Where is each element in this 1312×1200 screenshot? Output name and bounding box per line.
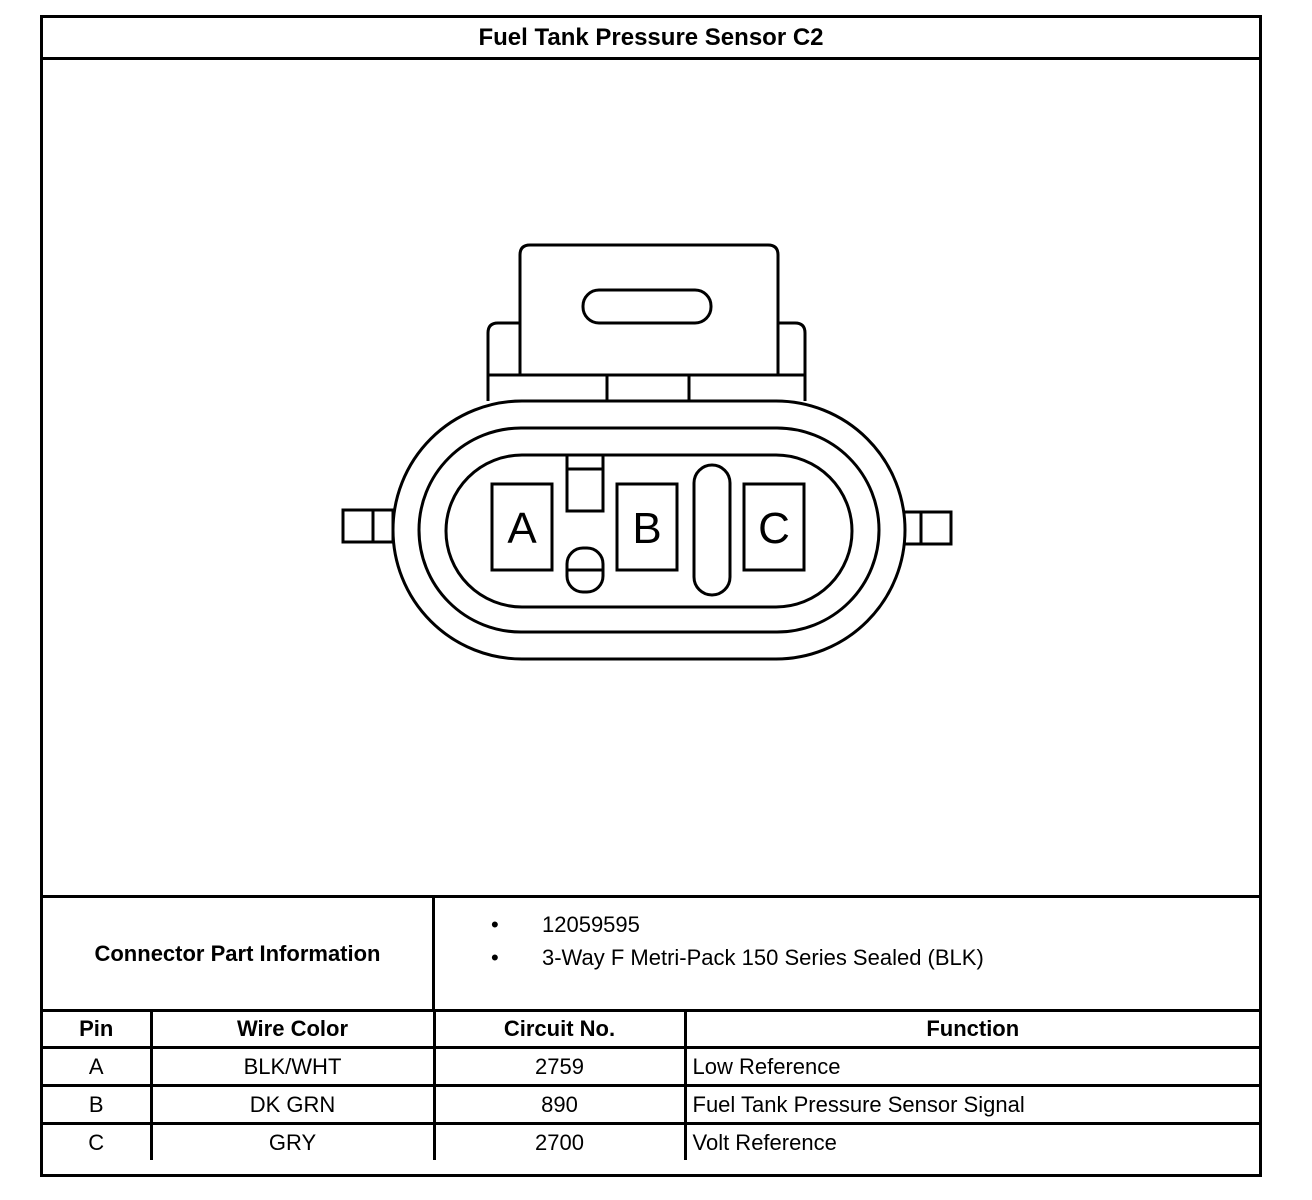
part-info-list: 12059595 3-Way F Metri-Pack 150 Series S…: [435, 908, 984, 974]
part-description: 3-Way F Metri-Pack 150 Series Sealed (BL…: [435, 941, 984, 974]
pin-cell: C: [43, 1122, 153, 1160]
wire-color-cell: BLK/WHT: [149, 1046, 436, 1087]
lock-release: [605, 373, 691, 403]
part-number: 12059595: [435, 908, 984, 941]
wire-color-cell: GRY: [149, 1122, 436, 1160]
lock-shoulder-right: [778, 321, 807, 401]
key-post: [565, 453, 605, 513]
lock-tab: [518, 243, 780, 375]
function-cell: Low Reference: [683, 1046, 1259, 1087]
ear-right: [899, 510, 953, 546]
header-circuit: Circuit No.: [432, 1012, 687, 1049]
header-pin: Pin: [43, 1012, 153, 1049]
connector-part-info: Connector Part Information 12059595 3-Wa…: [43, 895, 1259, 1012]
function-cell: Volt Reference: [683, 1122, 1259, 1160]
body-seal: [417, 426, 881, 634]
key-bar: [692, 463, 732, 597]
cavity-label-c: C: [758, 504, 790, 553]
circuit-cell: 2759: [432, 1046, 687, 1087]
cavity-b: [615, 482, 679, 572]
lock-tab-slot: [581, 288, 713, 325]
pin-cell: B: [43, 1084, 153, 1125]
header-wire-color: Wire Color: [149, 1012, 436, 1049]
body-outer: [391, 399, 907, 661]
pin-table: Pin Wire Color Circuit No. Function A BL…: [43, 1012, 1259, 1160]
circuit-cell: 2700: [432, 1122, 687, 1160]
circuit-cell: 890: [432, 1084, 687, 1125]
ear-left: [341, 508, 395, 544]
connector-face-drawing: A B C: [341, 243, 953, 661]
lock-shoulder-left: [486, 321, 520, 401]
cavity-label-b: B: [632, 504, 661, 553]
body-inner: [444, 453, 854, 609]
pin-table-header: Pin Wire Color Circuit No. Function: [43, 1012, 1259, 1049]
connector-sheet: Fuel Tank Pressure Sensor C2: [40, 15, 1262, 1177]
wire-color-cell: DK GRN: [149, 1084, 436, 1125]
cavity-c: [742, 482, 806, 572]
header-function: Function: [683, 1012, 1259, 1049]
part-info-label: Connector Part Information: [43, 898, 435, 1009]
table-row: C GRY 2700 Volt Reference: [43, 1122, 1259, 1160]
pin-cell: A: [43, 1046, 153, 1087]
connector-figure: A B C: [43, 60, 1259, 895]
table-row: A BLK/WHT 2759 Low Reference: [43, 1046, 1259, 1087]
cavity-a: [490, 482, 554, 572]
cavity-label-a: A: [507, 504, 537, 553]
function-cell: Fuel Tank Pressure Sensor Signal: [683, 1084, 1259, 1125]
diagram-title: Fuel Tank Pressure Sensor C2: [43, 18, 1259, 60]
table-row: B DK GRN 890 Fuel Tank Pressure Sensor S…: [43, 1084, 1259, 1125]
